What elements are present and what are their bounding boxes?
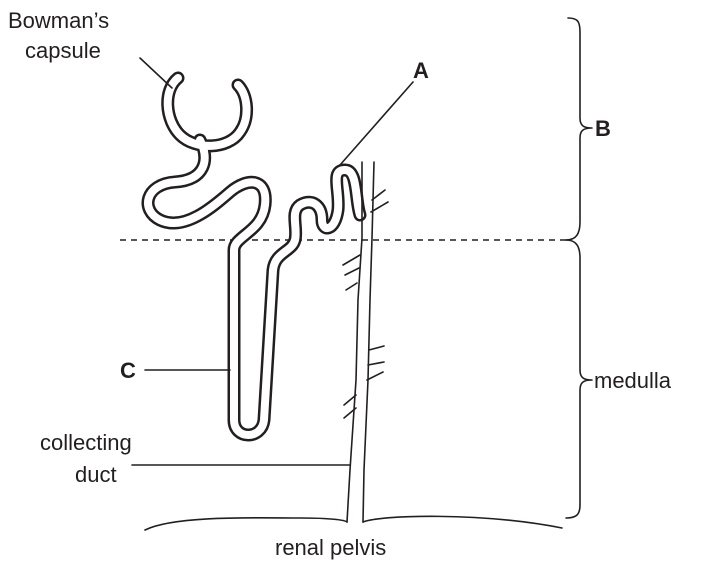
label-renal-pelvis: renal pelvis: [275, 535, 386, 560]
label-b: B: [595, 116, 611, 141]
leader-bowmans: [140, 58, 172, 88]
label-a: A: [413, 58, 429, 83]
label-medulla: medulla: [594, 368, 672, 393]
label-collecting-line2: duct: [75, 462, 117, 487]
nephron-tubule: [148, 78, 360, 435]
label-collecting-line1: collecting: [40, 430, 132, 455]
brace-medulla: [566, 240, 592, 518]
brace-b: [566, 18, 592, 240]
label-bowmans-line1: Bowman’s: [8, 8, 109, 33]
leader-a: [340, 82, 413, 165]
label-c: C: [120, 358, 136, 383]
label-bowmans-line2: capsule: [25, 38, 101, 63]
renal-pelvis-outline: [145, 516, 562, 530]
